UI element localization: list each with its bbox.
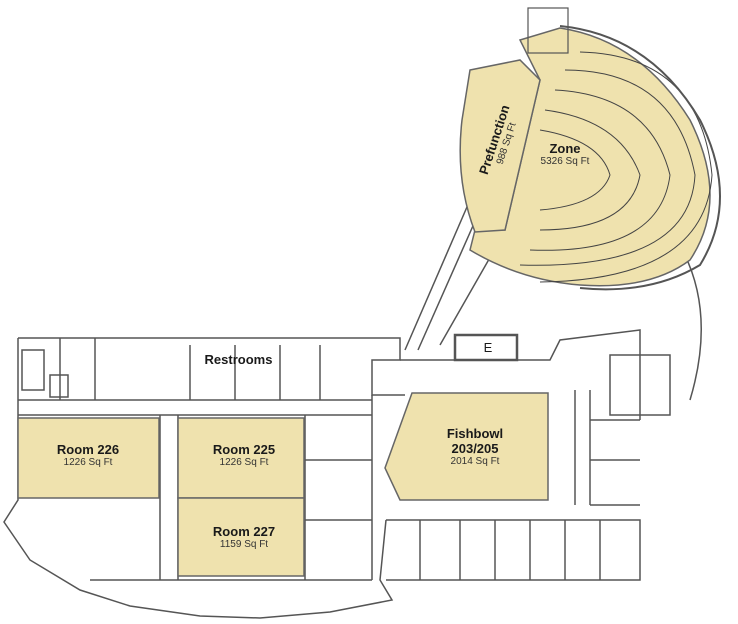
room-225-area[interactable] xyxy=(177,417,305,499)
fishbowl-area-value: 2014 Sq Ft xyxy=(450,456,500,467)
fishbowl-name-line1: Fishbowl xyxy=(446,426,504,441)
room-225-name: Room 225 xyxy=(212,442,276,457)
zone-area[interactable] xyxy=(469,27,711,287)
room-226-area-value: 1226 Sq Ft xyxy=(63,457,113,468)
prefunction-area[interactable] xyxy=(459,59,541,233)
room-226-name: Room 226 xyxy=(56,442,120,457)
room-226-area[interactable] xyxy=(17,417,160,499)
fishbowl-name-line2: 203/205 xyxy=(451,441,499,456)
room-225-area-value: 1226 Sq Ft xyxy=(219,457,269,468)
room-225-label: Room 225 1226 Sq Ft xyxy=(194,442,294,469)
room-227-name: Room 227 xyxy=(212,524,276,539)
zone-label: Zone 5326 Sq Ft xyxy=(530,141,600,168)
fishbowl-label: Fishbowl 203/205 2014 Sq Ft xyxy=(420,426,530,468)
wall-outline xyxy=(18,337,405,396)
restrooms-name: Restrooms xyxy=(204,352,273,367)
room-227-area[interactable] xyxy=(177,497,305,577)
restrooms-label: Restrooms xyxy=(196,352,281,367)
wall-outline xyxy=(3,338,394,619)
zone-area-value: 5326 Sq Ft xyxy=(540,156,590,167)
zone-name: Zone xyxy=(549,141,581,156)
elevator-letter: E xyxy=(483,340,493,355)
elevator-label: E xyxy=(478,340,498,355)
room-227-area-value: 1159 Sq Ft xyxy=(219,539,269,550)
room-227-label: Room 227 1159 Sq Ft xyxy=(194,524,294,551)
room-226-label: Room 226 1226 Sq Ft xyxy=(38,442,138,469)
fishbowl-area[interactable] xyxy=(384,392,549,501)
